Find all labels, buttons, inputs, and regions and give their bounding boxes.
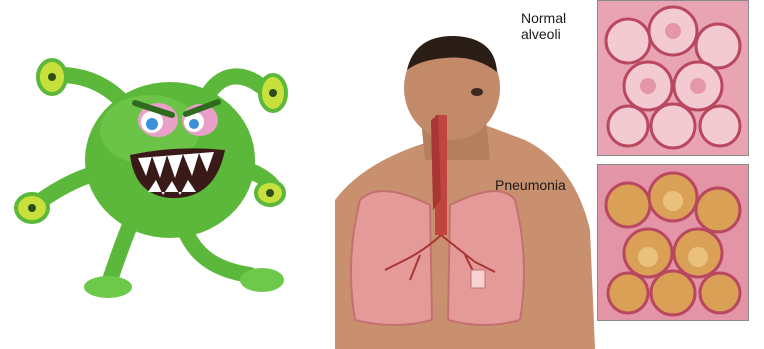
pneumonia-alveoli-icon [598,165,748,320]
pneumonia-alveoli-inset [597,164,749,321]
normal-alveoli-label-line1: Normal [521,10,566,26]
pneumonia-anatomy-illustration: Normal alveoli Pneumonia [335,0,764,349]
germ-illustration [0,0,330,349]
pneumonia-label: Pneumonia [495,177,566,193]
normal-alveoli-icon [598,1,748,155]
normal-alveoli-label: Normal alveoli [521,10,596,42]
normal-alveoli-inset [597,0,749,156]
germ-icon [0,0,330,349]
normal-alveoli-label-line2: alveoli [521,26,561,42]
